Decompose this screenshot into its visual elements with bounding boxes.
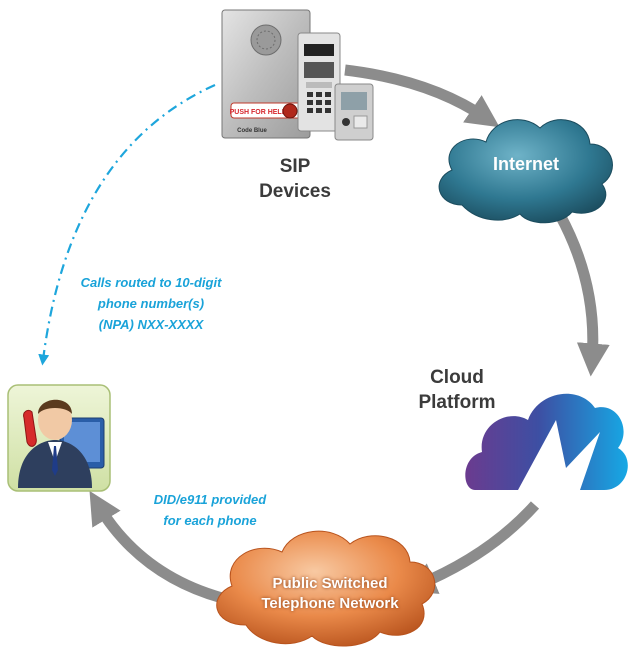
pstn-label: Public Switched Telephone Network <box>232 574 428 614</box>
telephone-handset-icon <box>23 409 37 447</box>
arrow-devices-to-internet <box>344 64 500 128</box>
cloud-platform-label-line1: Cloud <box>430 367 484 388</box>
arrow-internet-to-platform <box>555 212 610 377</box>
did-e911-note: DID/e911 provided for each phone <box>140 489 280 531</box>
sip-devices-label-line1: SIP <box>279 156 311 177</box>
pstn-label-line1: Public Switched <box>272 575 388 592</box>
person-head <box>38 400 72 440</box>
arrow-pstn-to-user <box>89 490 224 604</box>
push-for-help-text: PUSH FOR HELP <box>230 109 287 116</box>
sip-devices-label: SIP Devices <box>255 154 335 204</box>
pstn-cloud <box>216 530 436 647</box>
did-note-line2: for each phone <box>163 513 257 528</box>
dashed-arrow-devices-to-user <box>38 83 216 366</box>
sip-devices-label-line2: Devices <box>259 181 331 202</box>
help-button <box>282 103 298 119</box>
sip-devices-image: PUSH FOR HELP Code Blue <box>221 9 374 141</box>
arrow-platform-to-pstn <box>402 501 540 594</box>
user-phone-icon <box>7 384 111 492</box>
code-blue-brand: Code Blue <box>237 128 267 134</box>
cloud-platform-label-line2: Platform <box>418 392 496 413</box>
cloud-platform-label: Cloud Platform <box>412 365 502 415</box>
pstn-label-line2: Telephone Network <box>261 595 399 612</box>
internet-label: Internet <box>492 154 559 174</box>
internet-cloud <box>438 119 613 224</box>
speaker-grille <box>250 24 282 56</box>
calls-routed-note: Calls routed to 10-digit phone number(s)… <box>56 272 246 335</box>
calls-note-line2: phone number(s) <box>97 296 205 311</box>
calls-note-line3: (NPA) NXX-XXXX <box>98 317 204 332</box>
did-note-line1: DID/e911 provided <box>153 492 267 507</box>
cloud-platform-logo <box>465 393 628 490</box>
calls-note-line1: Calls routed to 10-digit <box>80 275 222 290</box>
